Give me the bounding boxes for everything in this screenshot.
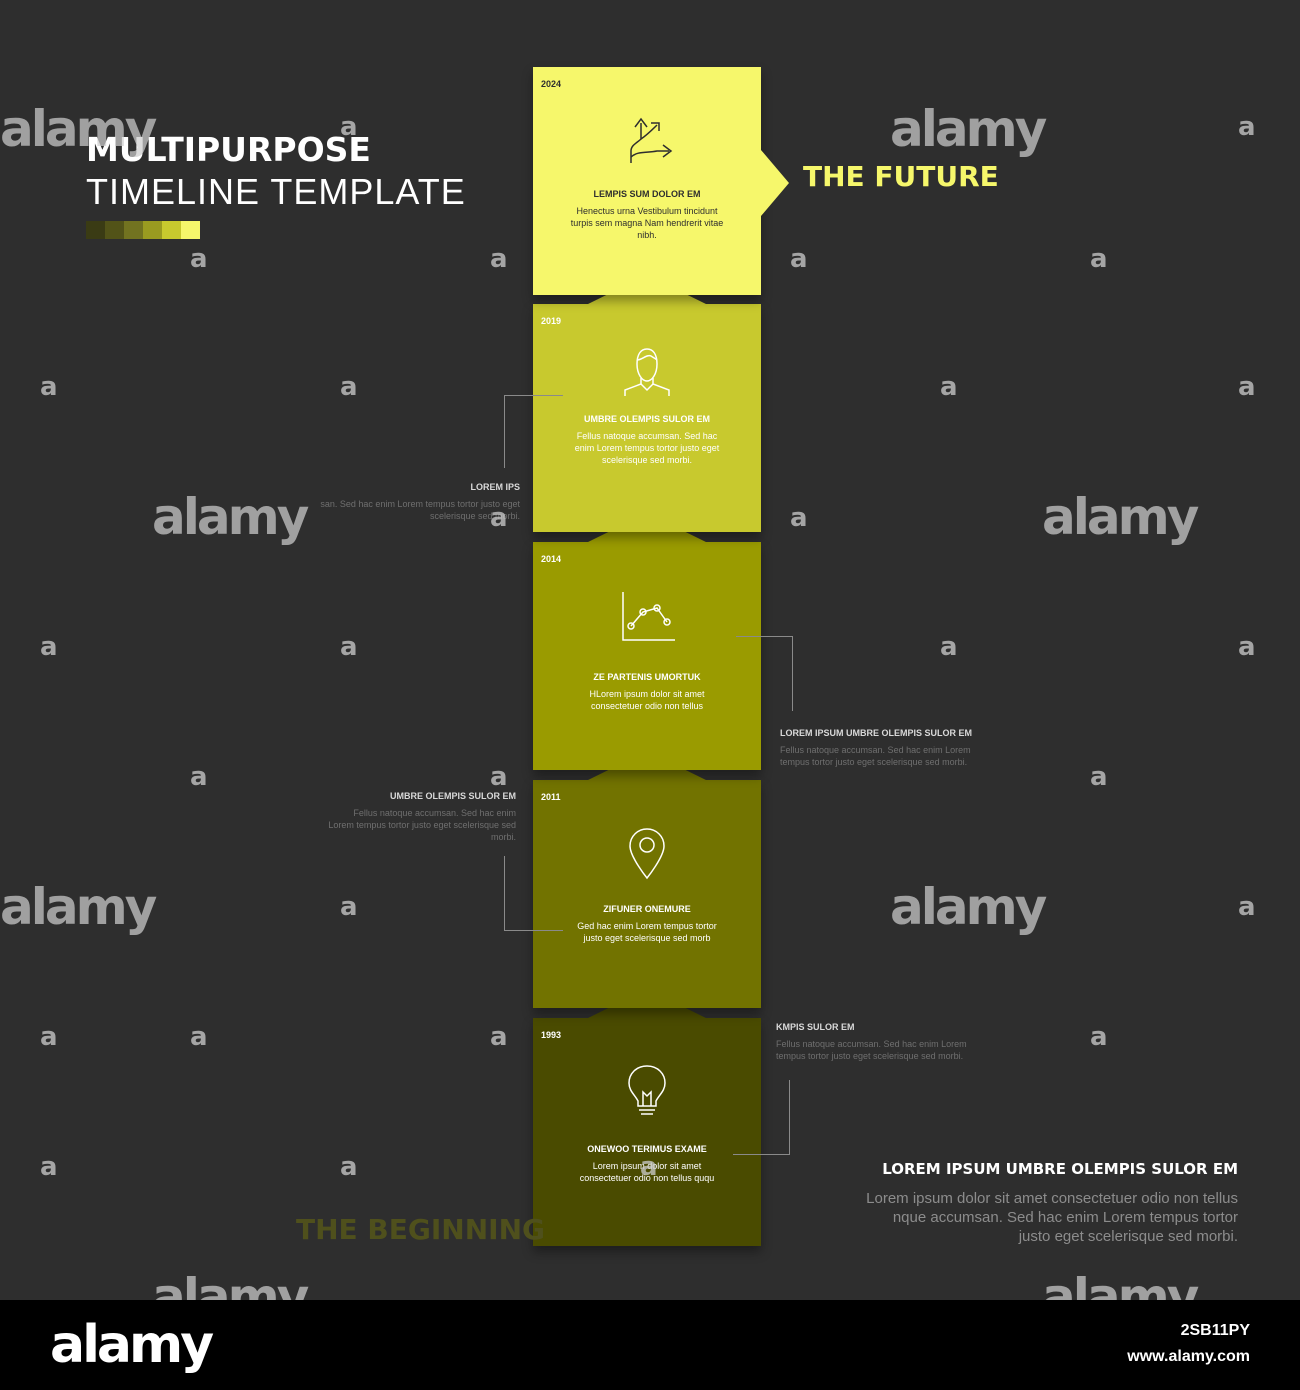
watermark-mark: a <box>1238 372 1256 402</box>
note-title: LOREM IPSUM UMBRE OLEMPIS SULOR EM <box>780 728 973 738</box>
watermark-mark: a <box>790 244 808 274</box>
color-swatches <box>86 221 200 239</box>
watermark-mark: a <box>490 1022 508 1052</box>
block-text: Lorem ipsum dolor sit amet consectetuer … <box>579 1161 715 1183</box>
bottom-text: Lorem ipsum dolor sit amet consectetuer … <box>866 1190 1238 1245</box>
block-title: ZE PARTENIS UMORTUK <box>593 672 701 682</box>
watermark-mark: a <box>940 632 958 662</box>
footer-url: www.alamy.com <box>1127 1348 1250 1365</box>
color-swatch <box>162 221 181 239</box>
footer-logo: alamy <box>50 1315 214 1375</box>
block-text: Fellus natoque accumsan. Sed hac enim Lo… <box>574 431 720 465</box>
block-text: Ged hac enim Lorem tempus tortor justo e… <box>577 921 717 943</box>
block-year: 1993 <box>541 1030 562 1040</box>
watermark-mark: a <box>940 372 958 402</box>
block-year: 2024 <box>541 79 562 89</box>
watermark-mark: a <box>340 372 358 402</box>
watermark-mark: a <box>490 762 508 792</box>
watermark-logo: alamy <box>0 878 157 936</box>
beginning-label: THE BEGINNING <box>296 1213 545 1246</box>
footer-image-id: 2SB11PY <box>1180 1322 1250 1339</box>
color-swatch <box>181 221 200 239</box>
note-text: Fellus natoque accumsan. Sed hac enim Lo… <box>780 745 971 767</box>
title-line-2: TIMELINE TEMPLATE <box>86 171 466 212</box>
line-chart-icon <box>617 588 677 648</box>
watermark-mark: a <box>790 503 808 533</box>
timeline-block-2011: 2011 ZIFUNER ONEMURE Ged hac enim Lorem … <box>533 780 761 1008</box>
watermark-mark: a <box>1090 762 1108 792</box>
watermark-logo: alamy <box>1042 488 1199 546</box>
arrows-split-icon <box>617 111 677 171</box>
watermark-mark: a <box>1238 892 1256 922</box>
watermark-mark: a <box>190 1022 208 1052</box>
note-text: Fellus natoque accumsan. Sed hac enim Lo… <box>776 1039 967 1061</box>
watermark-mark: a <box>640 1152 658 1182</box>
block-title: ONEWOO TERIMUS EXAME <box>587 1144 707 1154</box>
note-title: LOREM IPS <box>470 482 520 492</box>
timeline-block-2024: 2024 LEMPIS SUM DOLOR EM Henectus urna V… <box>533 67 761 295</box>
note-text: san. Sed hac enim Lorem tempus tortor ju… <box>320 499 520 521</box>
watermark-logo: alamy <box>890 100 1047 158</box>
note-title: UMBRE OLEMPIS SULOR EM <box>389 791 516 801</box>
connector-right-1 <box>736 636 793 711</box>
block-year: 2019 <box>541 316 562 326</box>
watermark-logo: alamy <box>0 100 157 158</box>
timeline-block-2019: 2019 UMBRE OLEMPIS SULOR EM Fellus natoq… <box>533 304 761 532</box>
watermark-mark: a <box>340 112 358 142</box>
block-title: LEMPIS SUM DOLOR EM <box>593 189 701 199</box>
note-left-1: LOREM IPS san. Sed hac enim Lorem tempus… <box>310 482 520 522</box>
watermark-mark: a <box>190 244 208 274</box>
watermark-mark: a <box>40 372 58 402</box>
watermark-mark: a <box>40 632 58 662</box>
timeline-block-1993: 1993 ONEWOO TERIMUS EXAME Lorem ipsum do… <box>533 1018 761 1246</box>
color-swatch <box>143 221 162 239</box>
bottom-title: LOREM IPSUM UMBRE OLEMPIS SULOR EM <box>882 1160 1238 1178</box>
watermark-mark: a <box>1090 1022 1108 1052</box>
note-title: KMPIS SULOR EM <box>776 1022 855 1032</box>
block-year: 2011 <box>541 792 561 802</box>
watermark-mark: a <box>1238 112 1256 142</box>
person-icon <box>617 344 677 404</box>
future-label: THE FUTURE <box>803 160 999 193</box>
block-text: Henectus urna Vestibulum tincidunt turpi… <box>570 206 724 240</box>
block-title: UMBRE OLEMPIS SULOR EM <box>583 414 710 424</box>
light-bulb-icon <box>617 1060 677 1120</box>
color-swatch <box>105 221 124 239</box>
connector-right-2 <box>733 1080 790 1155</box>
watermark-logo: alamy <box>890 878 1047 936</box>
watermark-mark: a <box>340 1152 358 1182</box>
watermark-mark: a <box>1090 244 1108 274</box>
color-swatch <box>124 221 143 239</box>
color-swatch <box>86 221 105 239</box>
future-arrow-icon <box>761 150 789 216</box>
title-line-1: MULTIPURPOSE <box>86 130 371 169</box>
note-left-2: UMBRE OLEMPIS SULOR EM Fellus natoque ac… <box>326 791 516 843</box>
watermark-mark: a <box>1238 632 1256 662</box>
connector-left-1 <box>504 395 563 468</box>
watermark-mark: a <box>490 244 508 274</box>
watermark-mark: a <box>340 892 358 922</box>
note-text: Fellus natoque accumsan. Sed hac enim Lo… <box>328 808 516 842</box>
connector-left-2 <box>504 856 563 931</box>
block-year: 2014 <box>541 554 562 564</box>
timeline-block-2014: 2014 ZE PARTENIS UMORTUK HLorem ipsum do… <box>533 542 761 770</box>
watermark-mark: a <box>190 762 208 792</box>
watermark-mark: a <box>340 632 358 662</box>
watermark-mark: a <box>40 1022 58 1052</box>
block-text: HLorem ipsum dolor sit amet consectetuer… <box>589 689 705 711</box>
block-title: ZIFUNER ONEMURE <box>603 904 691 914</box>
watermark-logo: alamy <box>152 488 309 546</box>
map-pin-icon <box>617 824 677 884</box>
watermark-mark: a <box>490 503 508 533</box>
watermark-mark: a <box>40 1152 58 1182</box>
note-right-2: KMPIS SULOR EM Fellus natoque accumsan. … <box>776 1022 986 1062</box>
footer-bar <box>0 1300 1300 1390</box>
note-right-1: LOREM IPSUM UMBRE OLEMPIS SULOR EM Fellu… <box>780 728 995 768</box>
